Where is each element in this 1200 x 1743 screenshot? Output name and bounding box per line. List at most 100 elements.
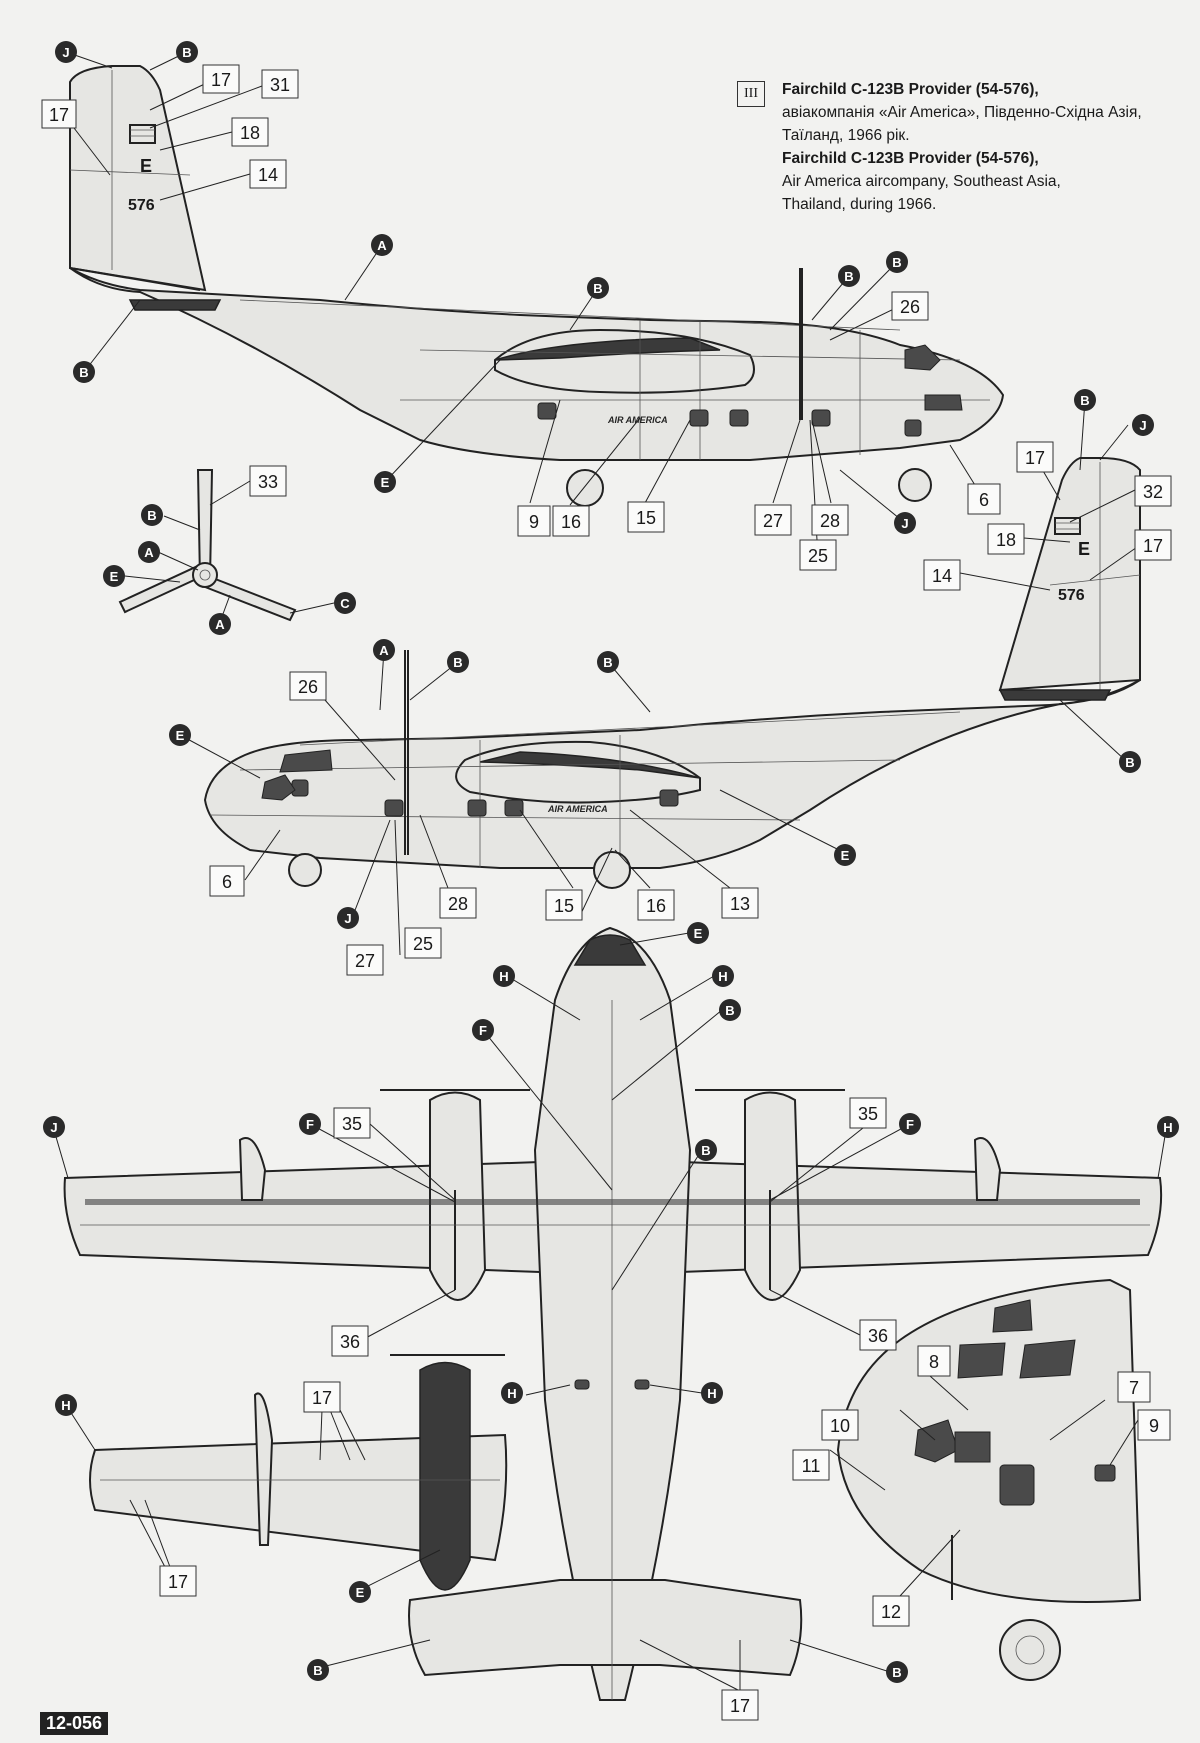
callout-box: 9 — [517, 505, 551, 537]
svg-text:B: B — [892, 1665, 901, 1680]
callout-box: 8 — [917, 1345, 951, 1377]
callout-box: 28 — [811, 504, 849, 536]
box-callouts: 17 31 17 18 14 26 9 16 15 27 28 25 6 33 … — [41, 64, 1172, 1721]
callout-circle: B — [1074, 389, 1096, 411]
nacelle-plan-right — [744, 1091, 802, 1301]
svg-text:J: J — [344, 911, 351, 926]
nose-wheel-2 — [288, 853, 322, 887]
callout-circle: B — [886, 251, 908, 273]
svg-text:J: J — [901, 516, 908, 531]
caption-line-en-2: Thailand, during 1966. — [782, 196, 937, 213]
callout-circle: E — [103, 565, 125, 587]
svg-text:H: H — [1163, 1120, 1172, 1135]
svg-text:28: 28 — [448, 894, 468, 914]
flag-1 — [129, 124, 156, 144]
svg-text:11: 11 — [802, 1456, 821, 1476]
svg-text:26: 26 — [900, 297, 920, 317]
callout-circle: A — [138, 541, 160, 563]
wing-underside — [89, 1433, 508, 1562]
svg-text:25: 25 — [413, 934, 433, 954]
svg-text:B: B — [844, 269, 853, 284]
callout-box: 36 — [859, 1319, 897, 1351]
flag-2 — [1054, 517, 1081, 535]
svg-text:E: E — [176, 728, 185, 743]
svg-text:B: B — [701, 1143, 710, 1158]
plate-number: III — [737, 81, 765, 107]
caption-line-ua-1: авіакомпанія «Air America», Південно-Схі… — [782, 104, 1142, 121]
callout-circle: H — [55, 1394, 77, 1416]
svg-text:E: E — [110, 569, 119, 584]
svg-text:F: F — [906, 1117, 914, 1132]
svg-text:E: E — [841, 848, 850, 863]
callout-circle: E — [169, 724, 191, 746]
main-wheel-2 — [593, 851, 631, 889]
callout-circle: J — [55, 41, 77, 63]
callout-circle: B — [886, 1661, 908, 1683]
nose-wheel-detail — [999, 1619, 1061, 1681]
callout-box: 13 — [721, 887, 759, 919]
callout-circle: E — [374, 471, 396, 493]
circle-callouts: J B A B B B B E J B A E A C B J A B B E … — [43, 41, 1179, 1683]
svg-text:15: 15 — [554, 896, 574, 916]
svg-text:28: 28 — [820, 511, 840, 531]
plan-view — [63, 926, 1163, 1701]
svg-text:B: B — [725, 1003, 734, 1018]
svg-text:H: H — [499, 969, 508, 984]
callout-circle: B — [307, 1659, 329, 1681]
callout-box: 26 — [289, 671, 327, 701]
svg-text:H: H — [707, 1386, 716, 1401]
callout-circle: F — [899, 1113, 921, 1135]
svg-text:B: B — [1125, 755, 1134, 770]
callout-box: 6 — [967, 483, 1001, 515]
callout-circle: B — [176, 41, 198, 63]
callout-box: 35 — [849, 1097, 887, 1129]
svg-text:17: 17 — [168, 1572, 188, 1592]
svg-text:H: H — [718, 969, 727, 984]
callout-circle: A — [371, 234, 393, 256]
propeller-detail — [118, 469, 297, 622]
callout-circle: J — [894, 512, 916, 534]
callout-circle: B — [597, 651, 619, 673]
svg-text:35: 35 — [858, 1104, 878, 1124]
svg-text:12: 12 — [881, 1602, 901, 1622]
callout-box: 17 — [1016, 441, 1054, 473]
callout-box: 17 — [721, 1689, 759, 1721]
callout-circle: F — [472, 1019, 494, 1041]
svg-text:18: 18 — [996, 530, 1016, 550]
callout-box: 10 — [821, 1409, 859, 1441]
svg-text:B: B — [453, 655, 462, 670]
svg-text:B: B — [593, 281, 602, 296]
svg-text:8: 8 — [929, 1352, 939, 1372]
callout-box: 31 — [261, 69, 299, 99]
callout-box: 16 — [552, 505, 590, 537]
tail-fin-1 — [69, 65, 207, 292]
svg-text:J: J — [50, 1120, 57, 1135]
side-view-right: E 576 AIR AMERICA — [69, 65, 1005, 507]
svg-text:17: 17 — [49, 105, 69, 125]
callout-box: 27 — [754, 504, 792, 536]
svg-text:E: E — [381, 475, 390, 490]
callout-circle: B — [447, 651, 469, 673]
svg-text:J: J — [1139, 418, 1146, 433]
svg-text:16: 16 — [561, 512, 581, 532]
callout-box: 17 — [41, 99, 77, 129]
svg-text:E: E — [356, 1585, 365, 1600]
callout-box: 16 — [637, 889, 675, 921]
callout-circle: J — [1132, 414, 1154, 436]
caption-title-en: Fairchild C-123B Provider (54-576), — [782, 150, 1039, 167]
sheet-code: 12-056 — [40, 1712, 109, 1735]
callout-circle: H — [493, 965, 515, 987]
callout-box: 32 — [1134, 475, 1172, 507]
svg-text:15: 15 — [636, 508, 656, 528]
fuselage-plan — [533, 926, 692, 1701]
svg-text:6: 6 — [222, 872, 232, 892]
fuselage-titles-2: AIR AMERICA — [547, 804, 608, 814]
callout-circle: B — [587, 277, 609, 299]
callout-box: 33 — [249, 465, 287, 497]
svg-text:C: C — [340, 596, 350, 611]
svg-text:B: B — [182, 45, 191, 60]
svg-text:9: 9 — [1149, 1416, 1159, 1436]
svg-text:35: 35 — [342, 1114, 362, 1134]
callout-circle: E — [349, 1581, 371, 1603]
callout-box: 27 — [346, 944, 384, 976]
